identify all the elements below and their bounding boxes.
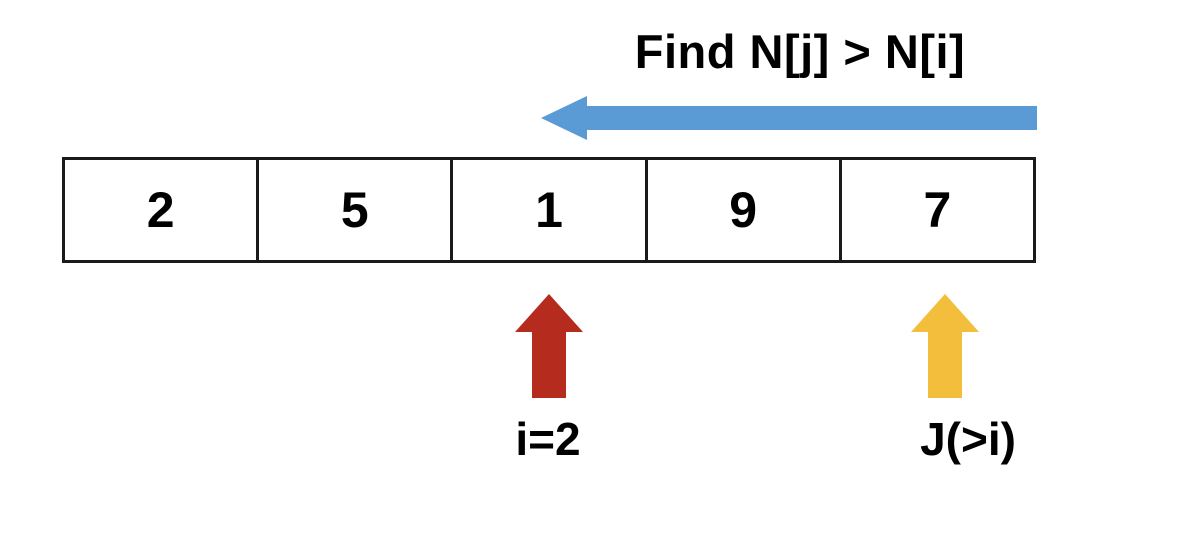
left-arrow-icon — [541, 96, 1037, 140]
pointer-i-arrow — [513, 294, 585, 398]
array-container: 2 5 1 9 7 — [62, 157, 1036, 263]
array-cell-3[interactable]: 9 — [647, 160, 842, 260]
array-cell-value: 2 — [146, 182, 175, 238]
page-title: Find N[j] > N[i] — [634, 25, 966, 78]
array-cell-value: 7 — [923, 182, 952, 238]
array-cell-4[interactable]: 7 — [841, 160, 1034, 260]
array-cell-2[interactable]: 1 — [453, 160, 648, 260]
up-arrow-icon — [911, 294, 979, 398]
array-cell-value: 9 — [729, 182, 758, 238]
array-cell-value: 5 — [340, 182, 369, 238]
pointer-i-label: i=2 — [515, 413, 581, 465]
array-cell-value: 1 — [535, 182, 563, 238]
array-cell-1[interactable]: 5 — [259, 160, 454, 260]
up-arrow-icon — [515, 294, 583, 398]
pointer-j-arrow — [909, 294, 981, 398]
scan-direction-arrow — [541, 94, 1037, 142]
array-cell-0[interactable]: 2 — [65, 160, 260, 260]
pointer-j-label: J(>i) — [920, 413, 1016, 465]
